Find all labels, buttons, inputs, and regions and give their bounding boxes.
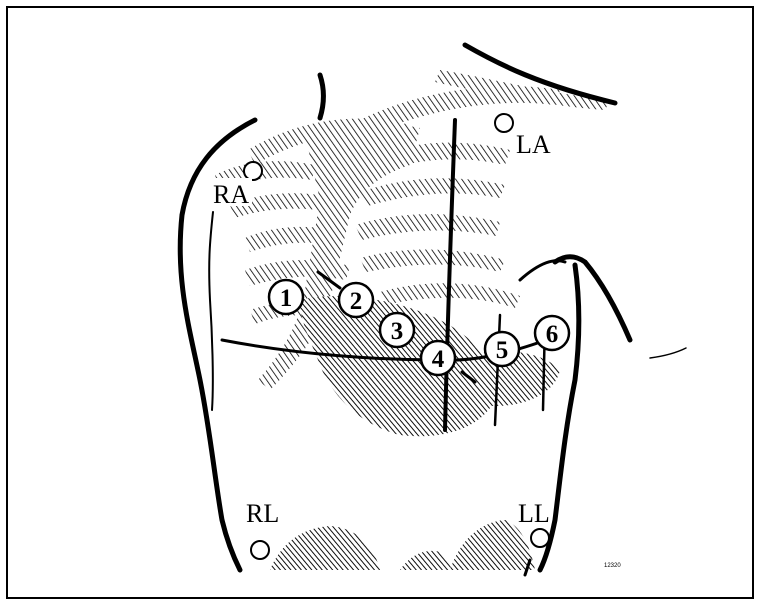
v4-electrode: 4 — [421, 341, 455, 375]
abdomen-shading-right — [270, 526, 380, 570]
figure-code: 12320 — [604, 563, 621, 569]
v2-electrode: 2 — [339, 283, 373, 317]
rib — [355, 214, 500, 240]
v6-electrode: 6 — [535, 316, 569, 350]
v3-electrode: 3 — [380, 313, 414, 347]
rl-electrode — [251, 541, 269, 559]
abdomen-shading-center — [400, 551, 451, 570]
v3-label: 3 — [391, 318, 404, 345]
v5-electrode: 5 — [485, 332, 519, 366]
v2-label: 2 — [350, 288, 363, 315]
rl-label: RL — [246, 499, 279, 528]
v5-label: 5 — [496, 337, 509, 364]
la-label: LA — [516, 130, 551, 159]
v1-electrode: 1 — [269, 280, 303, 314]
ll-electrode — [531, 529, 549, 547]
v4-label: 4 — [432, 346, 445, 373]
v1-label: 1 — [280, 285, 293, 312]
rib — [360, 250, 505, 272]
la-electrode — [495, 114, 513, 132]
ll-label: LL — [518, 499, 550, 528]
ra-label: RA — [213, 180, 249, 209]
ra-electrode — [244, 162, 262, 180]
v6-label: 6 — [546, 321, 559, 348]
rib — [360, 178, 505, 206]
